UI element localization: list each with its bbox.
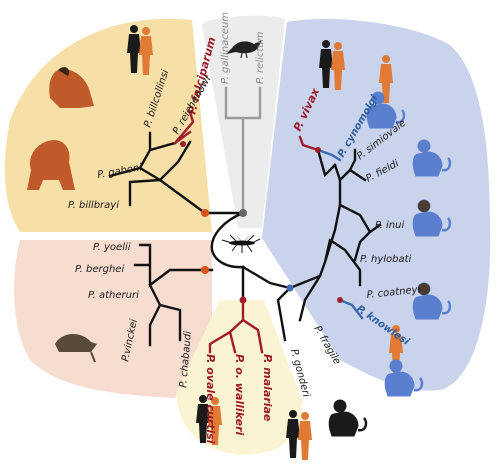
branch-falciparum bbox=[173, 110, 195, 145]
label-hylobati: P. hylobati bbox=[360, 254, 412, 265]
node-vivax bbox=[315, 147, 321, 153]
macaque-icon bbox=[327, 398, 368, 438]
label-atheruri: P. atheruri bbox=[88, 290, 139, 301]
rodent-clade-bg bbox=[14, 240, 213, 398]
node-knowlesi bbox=[337, 297, 343, 303]
branch-cynomolgi bbox=[316, 148, 342, 162]
node-falciparum bbox=[180, 141, 186, 147]
node-root bbox=[239, 209, 247, 217]
node-rodent bbox=[201, 266, 209, 274]
node-ovale bbox=[239, 296, 247, 304]
branch-laverania bbox=[108, 131, 245, 215]
bird-icon bbox=[226, 40, 262, 59]
mosquito-icon bbox=[221, 233, 261, 253]
gorilla-icon bbox=[27, 140, 75, 190]
branch-knowlesi bbox=[338, 298, 364, 320]
label-berghei: P. berghei bbox=[75, 264, 124, 275]
node-primate bbox=[286, 284, 294, 292]
label-chabaudi: P. chabaudi bbox=[178, 330, 194, 388]
branch-ovale bbox=[208, 298, 264, 354]
branch-root bbox=[210, 211, 245, 269]
rat-icon bbox=[55, 333, 97, 363]
vivax-clade-bg bbox=[262, 18, 491, 391]
node-laverania bbox=[201, 209, 209, 217]
branch-vivax-join bbox=[316, 148, 337, 178]
label-inui: P. inui bbox=[375, 220, 404, 231]
branch-bird bbox=[224, 86, 262, 215]
label-malariae: P. malariae bbox=[261, 354, 274, 422]
label-gallinaceum: P. gallinaceum bbox=[220, 12, 231, 84]
macaque-icon bbox=[411, 281, 452, 321]
branch-vivax-clade bbox=[241, 148, 382, 342]
label-ovale-wallikeri: P. o. wallikeri bbox=[233, 354, 246, 436]
branch-vivax bbox=[298, 135, 320, 152]
chimpanzee-icon bbox=[49, 67, 94, 108]
label-relictum: P. relictum bbox=[255, 31, 266, 84]
label-ovale-curtisi: P. ovale curtisi bbox=[204, 354, 217, 444]
branch-rodent bbox=[133, 243, 214, 347]
macaque-icon bbox=[411, 198, 452, 238]
label-billbrayi: P. billbrayi bbox=[68, 200, 119, 211]
label-yoelii: P. yoelii bbox=[93, 242, 131, 253]
